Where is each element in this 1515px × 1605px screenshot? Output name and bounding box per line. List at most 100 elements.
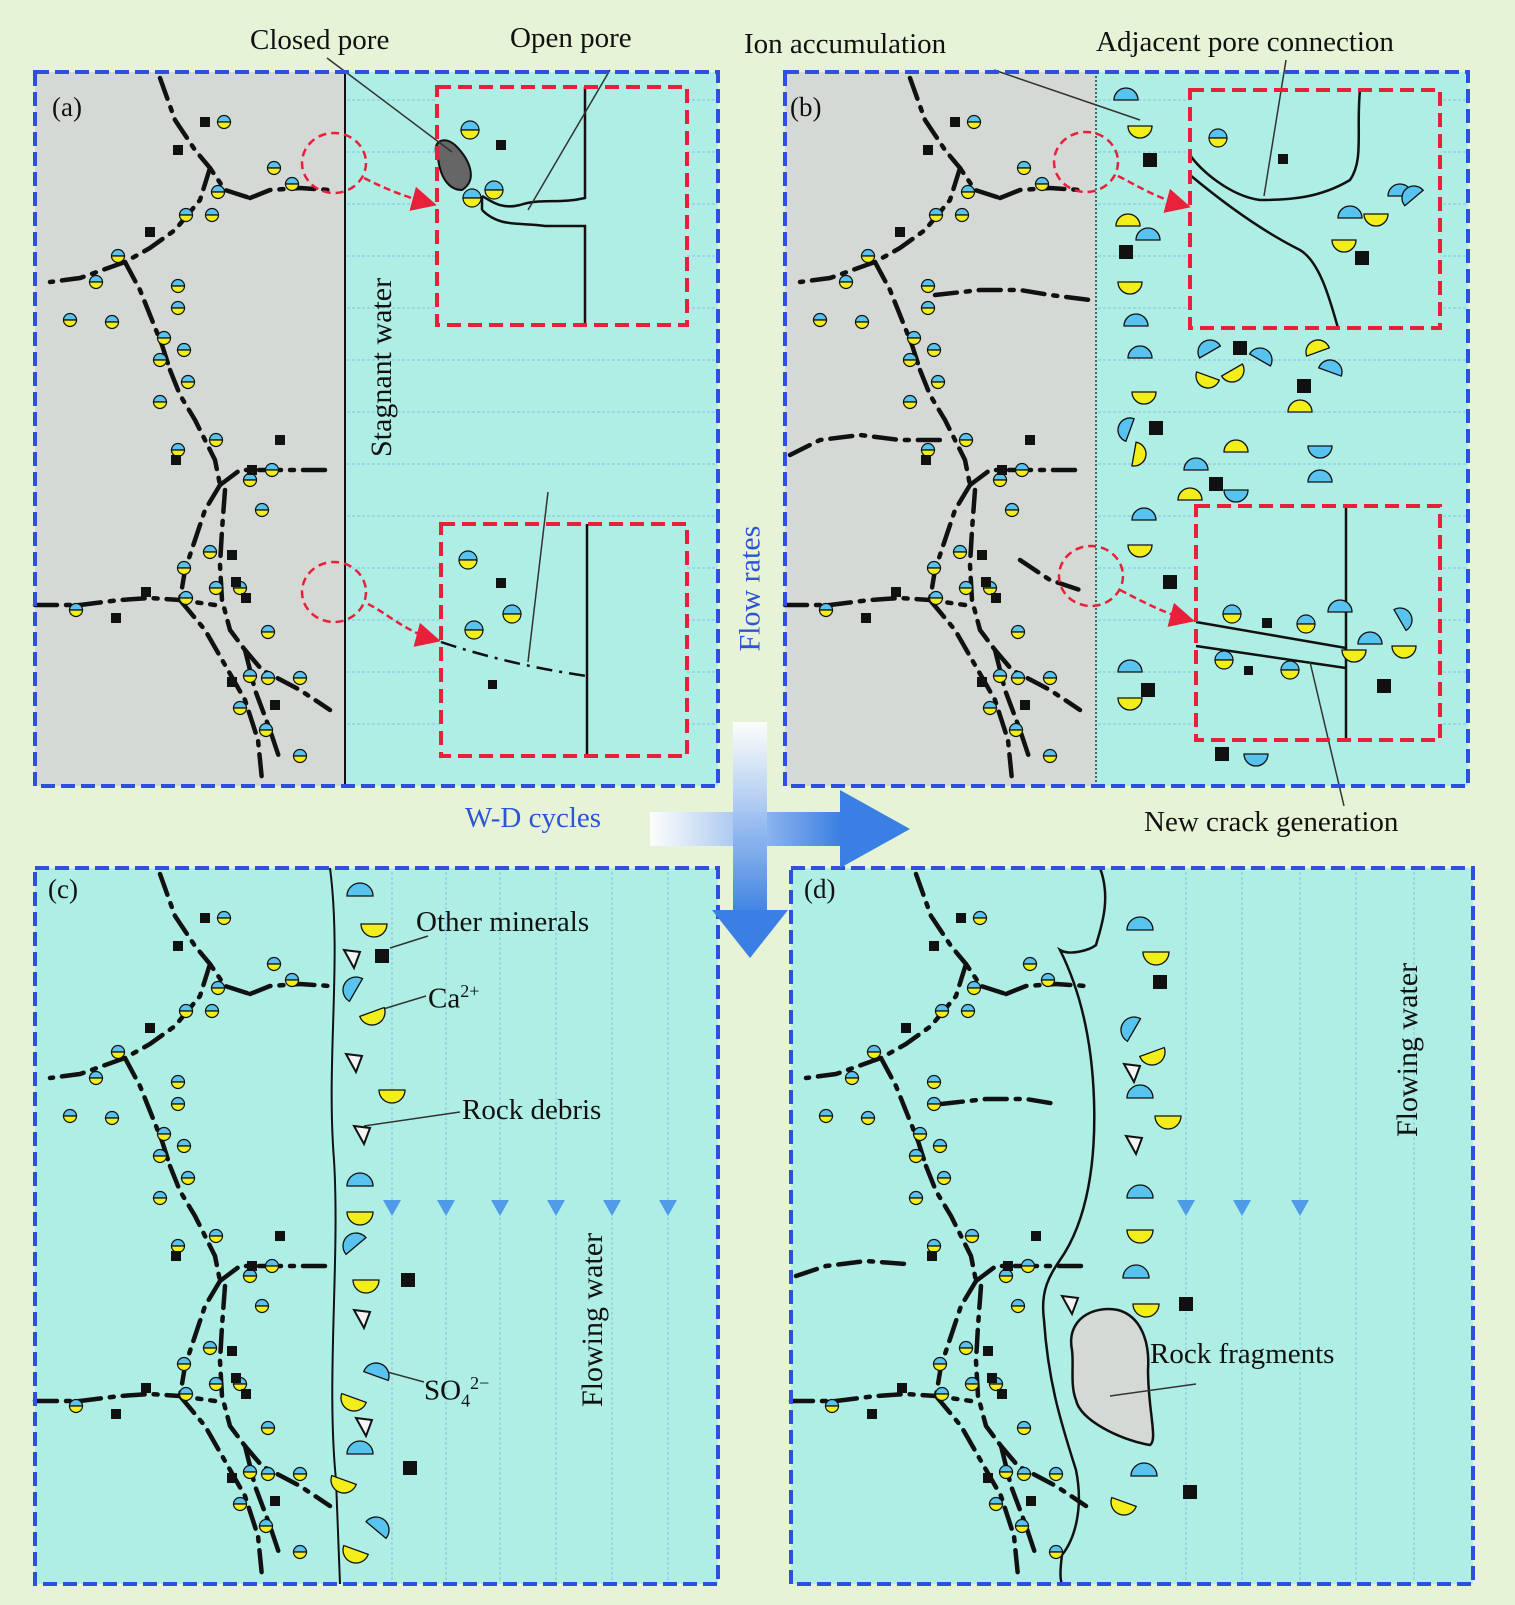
grain-boundary xyxy=(872,259,923,373)
rock-fragment xyxy=(1069,1307,1155,1447)
rock-region-b xyxy=(785,72,1096,786)
flow-direction-arrowhead xyxy=(1233,1200,1251,1216)
grain-boundaries xyxy=(32,57,1362,1585)
calcium-ion-half xyxy=(964,1235,980,1244)
calcium-ion-half xyxy=(62,1115,78,1124)
calcium-ion-half xyxy=(462,197,482,208)
flow-rates-arrow-shaft xyxy=(733,722,767,918)
calcium-ion-half xyxy=(966,987,982,996)
other-mineral-grain xyxy=(921,455,931,465)
sulfate-ion xyxy=(1123,313,1149,327)
sulfate-ion-shape xyxy=(1131,507,1157,521)
calcium-ion xyxy=(1138,1046,1166,1066)
calcium-ion-shape xyxy=(1341,649,1367,663)
grain-boundary xyxy=(938,1096,1059,1107)
calcium-ion-half xyxy=(860,255,876,264)
calcium-ion-half xyxy=(1004,509,1020,518)
rock-debris-particle xyxy=(352,1308,372,1331)
other-mineral-grain xyxy=(1215,747,1229,761)
calcium-ion-shape xyxy=(1177,487,1203,501)
panel-a-letter: (a) xyxy=(52,92,82,122)
calcium-ion-half xyxy=(176,567,192,576)
calcium-ion-half xyxy=(926,567,942,576)
other-mineral-grain xyxy=(173,941,183,951)
calcium-ion-half xyxy=(908,1197,924,1206)
calcium-ion xyxy=(1305,339,1331,357)
other-mineral-grain xyxy=(1149,421,1163,435)
sulfate-ion-shape xyxy=(346,882,374,897)
calcium-ion-half xyxy=(178,597,194,606)
calcium-ion-half xyxy=(988,1503,1004,1512)
calcium-ion-half xyxy=(926,349,942,358)
calcium-ion-half xyxy=(458,559,478,570)
sulfate-ion-shape xyxy=(1307,445,1333,459)
calcium-ion-half xyxy=(232,707,248,716)
sulfate-ion xyxy=(1248,347,1273,367)
calcium-ion-half xyxy=(104,321,120,330)
calcium-ion-half xyxy=(242,1275,258,1284)
other-mineral-grain xyxy=(488,680,497,689)
zoom-inset-a1 xyxy=(435,85,689,327)
other-mineral-grain xyxy=(897,1383,907,1393)
calcium-ion-half xyxy=(934,1393,950,1402)
grain-boundary xyxy=(973,1263,1089,1284)
calcium-ion xyxy=(1132,1303,1160,1318)
sulfate-ion-shape xyxy=(346,1172,374,1187)
calcium-ion-half xyxy=(208,439,224,448)
ion-pairs-d xyxy=(818,910,1064,1560)
rock-debris-particle xyxy=(354,1416,374,1439)
calcium-ion-half xyxy=(958,1347,974,1356)
calcium-ion-half xyxy=(934,1010,950,1019)
calcium-ion xyxy=(1131,391,1157,405)
open-pore-wall-bottom xyxy=(481,209,587,325)
grain-boundary xyxy=(923,1163,979,1284)
sulfate-ion xyxy=(1317,359,1343,377)
calcium-ion-half xyxy=(68,609,84,618)
calcium-ion-half xyxy=(1042,677,1058,686)
calcium-ion-shape xyxy=(1131,441,1147,467)
calcium-ion-half xyxy=(954,214,970,223)
grain-boundary xyxy=(167,367,223,488)
sulfate-ion xyxy=(1401,185,1425,207)
calcium-ion-half xyxy=(1048,1551,1064,1560)
calcium-ion-half xyxy=(998,1275,1014,1284)
other-mineral-grain xyxy=(950,117,960,127)
other-mineral-grain xyxy=(1143,153,1157,167)
sulfate-ion xyxy=(1130,1462,1158,1477)
ca-ion-leader xyxy=(379,995,427,1011)
calcium-ion-half xyxy=(264,1265,280,1274)
calcium-ion-half xyxy=(902,401,918,410)
calcium-ion-half xyxy=(170,307,186,316)
dissolved-ions-d xyxy=(1060,916,1197,1516)
calcium-ion-half xyxy=(1214,659,1234,670)
sulfate-ion-shape xyxy=(1327,599,1353,613)
grain-boundary xyxy=(242,647,333,713)
grain-boundary xyxy=(933,1278,979,1399)
calcium-ion-half xyxy=(960,191,976,200)
other-mineral-grain xyxy=(1233,341,1247,355)
connected-pore-wall-bottom xyxy=(1189,174,1340,329)
ion-particles xyxy=(62,87,1425,1564)
sulfate-ion-shape xyxy=(342,1232,367,1256)
calcium-ion-half xyxy=(1208,137,1228,148)
sulfate-ion-shape xyxy=(362,1362,390,1382)
other-mineral-grain xyxy=(997,465,1007,475)
calcium-ion-half xyxy=(966,121,982,130)
sulfate-ion xyxy=(362,1362,390,1382)
sulfate-ion xyxy=(346,1172,374,1187)
calcium-ion-half xyxy=(502,613,522,624)
calcium-ion-half xyxy=(170,285,186,294)
adjacent-pore-connection-label: Adjacent pore connection xyxy=(1096,26,1394,58)
calcium-ion-half xyxy=(1034,183,1050,192)
sulfate-ion-shape xyxy=(1183,457,1209,471)
calcium-ion-half xyxy=(88,281,104,290)
calcium-ion-half xyxy=(992,479,1008,488)
other-mineral-grain xyxy=(111,613,121,623)
sulfate-ion-shape xyxy=(1337,205,1363,219)
other-mineral-grain xyxy=(895,227,905,237)
calcium-ion-shape xyxy=(1305,339,1331,357)
sulfate-ion xyxy=(1197,339,1222,359)
other-mineral-grain xyxy=(861,613,871,623)
calcium-ion xyxy=(360,923,388,938)
calcium-ion-half xyxy=(202,1347,218,1356)
